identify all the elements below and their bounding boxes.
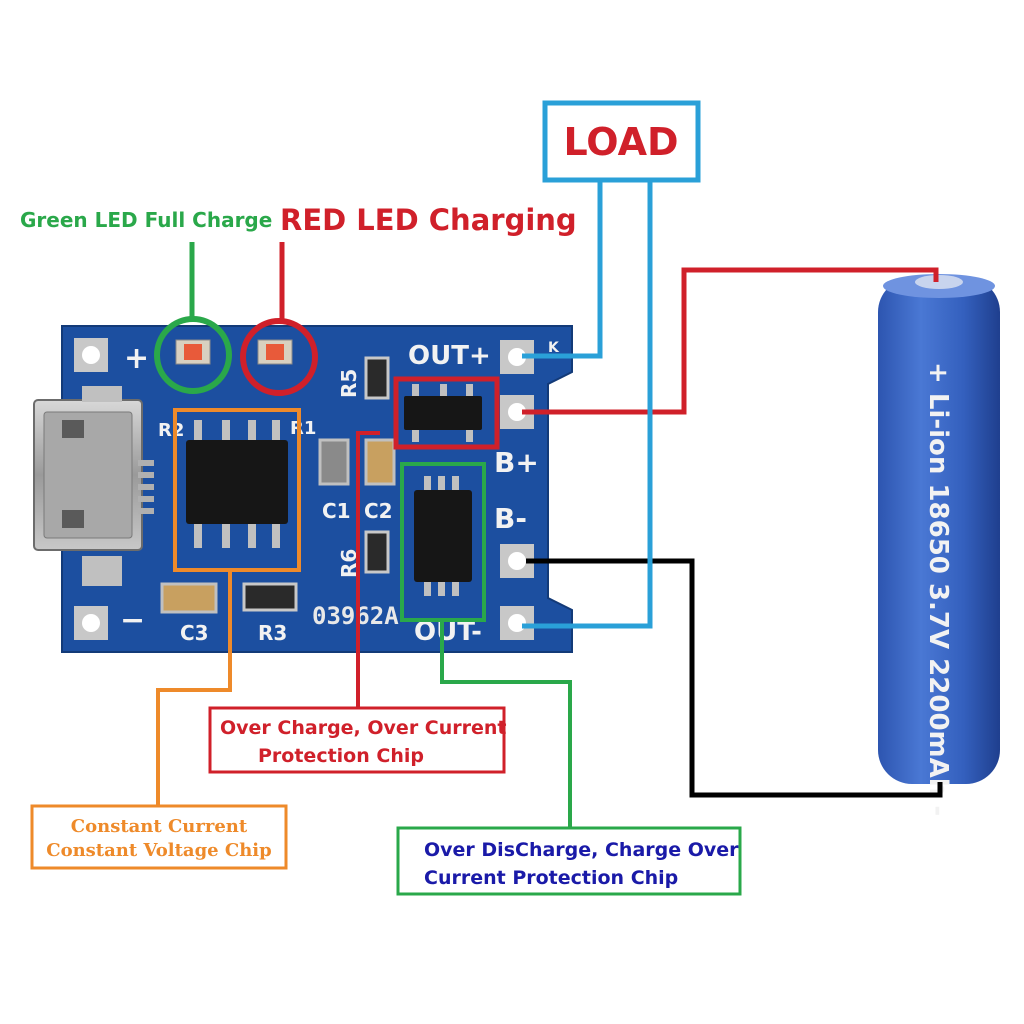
over-discharge-chip — [414, 476, 472, 596]
silk-r1: R1 — [290, 418, 316, 439]
silk-minus: − — [120, 603, 145, 638]
silk-k-mark: K — [548, 340, 560, 356]
silk-r5: R5 — [337, 369, 361, 398]
wires — [522, 180, 943, 798]
over-discharge-callout: Over DisCharge, Charge Over Current Prot… — [396, 826, 742, 896]
over-charge-line1: Over Charge, Over Current — [220, 717, 507, 739]
cc-cv-line1: Constant Current — [71, 816, 248, 837]
silk-out-plus: OUT+ — [408, 341, 491, 371]
passive-components — [82, 356, 396, 614]
over-charge-callout: Over Charge, Over Current Protection Chi… — [208, 706, 507, 774]
blue-wire-out-minus — [522, 180, 653, 629]
silk-c2: C2 — [364, 499, 393, 523]
pcb-board: + − OUT+ OUT- B+ B- R2 R1 R3 C3 C1 C2 R5… — [33, 325, 573, 653]
green-led-callout: Green LED Full Charge — [20, 208, 272, 394]
over-discharge-line2: Current Protection Chip — [424, 867, 678, 889]
cc-cv-line2: Constant Voltage Chip — [46, 840, 271, 861]
battery-18650: + Li-ion 18650 3.7V 2200mAh - — [878, 274, 1000, 816]
over-charge-leader — [356, 431, 380, 710]
silk-part-code: 03962A — [312, 602, 399, 630]
green-led-label: Green LED Full Charge — [20, 208, 272, 232]
green-led — [175, 339, 211, 365]
cc-cv-callout: Constant Current Constant Voltage Chip — [30, 804, 288, 870]
silk-r2: R2 — [158, 420, 184, 441]
silk-r3: R3 — [258, 621, 287, 645]
cc-cv-chip — [186, 420, 288, 548]
over-discharge-line1: Over DisCharge, Charge Over — [424, 839, 739, 861]
silk-b-minus: B- — [494, 502, 527, 535]
silk-c1: C1 — [322, 499, 351, 523]
red-led-label: RED LED Charging — [280, 203, 577, 237]
cc-cv-highlight-box — [173, 408, 301, 572]
black-wire — [526, 558, 943, 798]
battery-label: + Li-ion 18650 3.7V 2200mAh - — [923, 362, 953, 816]
blue-wire-out-plus — [522, 180, 603, 359]
red-led — [257, 339, 293, 365]
load-box: LOAD — [542, 100, 701, 183]
silk-b-plus: B+ — [494, 446, 539, 479]
red-wire — [522, 267, 939, 415]
protection-chip-small — [404, 384, 482, 442]
over-charge-highlight-box — [393, 376, 500, 450]
over-charge-line2: Protection Chip — [258, 745, 424, 767]
over-discharge-leader — [440, 620, 572, 830]
red-led-callout: RED LED Charging — [240, 203, 577, 396]
load-label: LOAD — [563, 120, 678, 164]
cc-cv-leader — [156, 570, 232, 806]
pads — [500, 340, 534, 640]
silk-plus: + — [124, 341, 149, 376]
mounting-holes — [74, 338, 108, 640]
silk-c3: C3 — [180, 621, 209, 645]
micro-usb-connector — [33, 399, 154, 551]
